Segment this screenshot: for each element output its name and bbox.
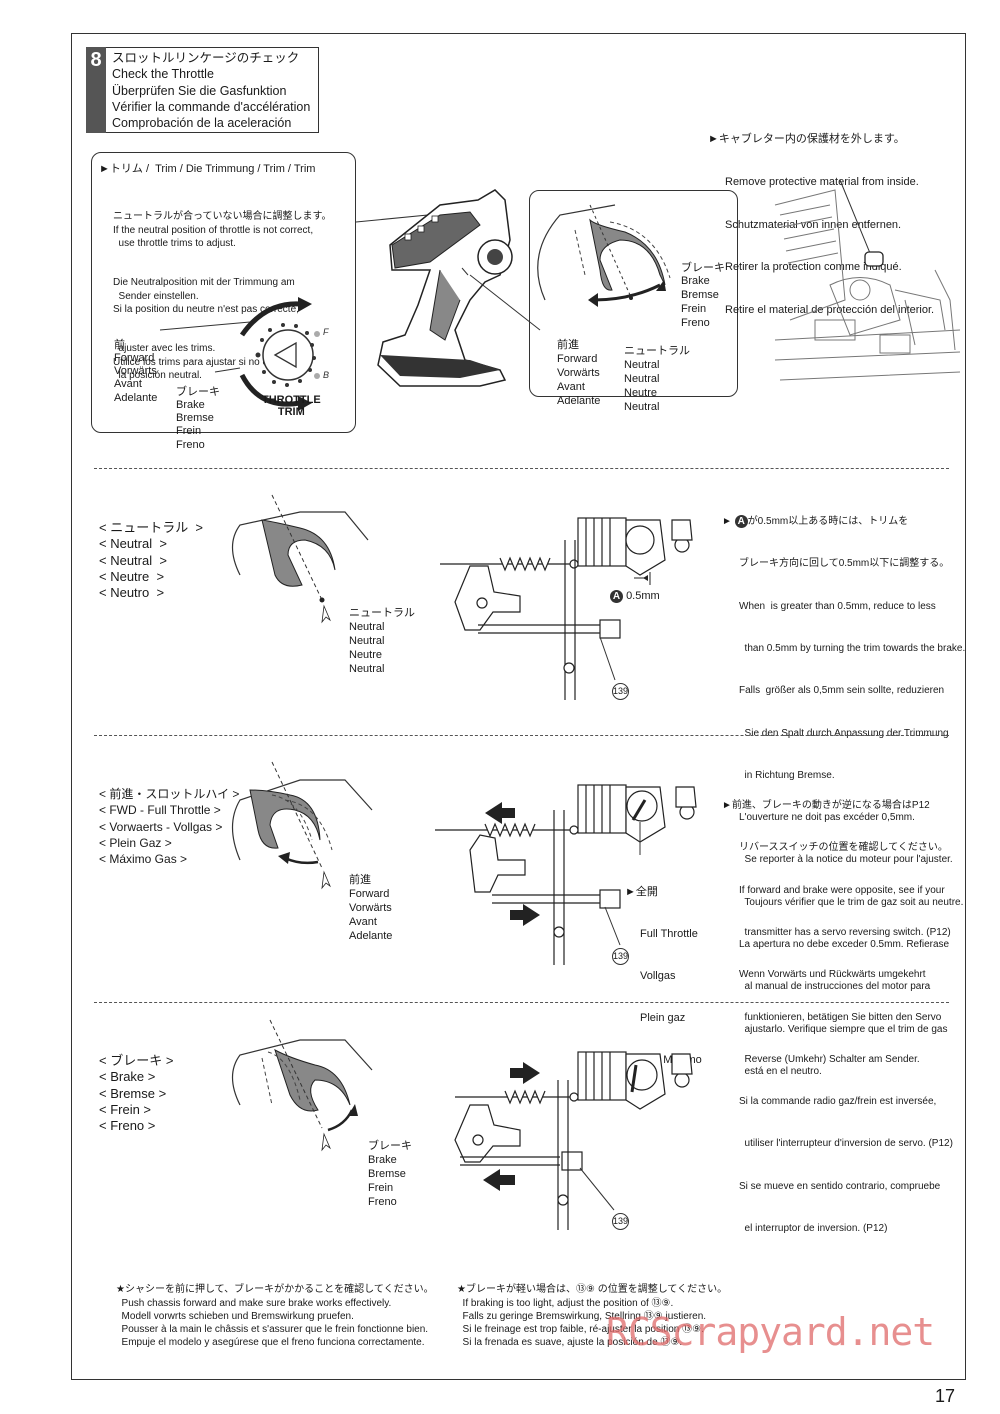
section-divider (94, 1002, 949, 1003)
part-139-fwd: 139 (612, 946, 629, 965)
footnote-push-chassis: ★シャシーを前に押して、ブレーキがかかることを確認してください。 Push ch… (116, 1284, 434, 1349)
trim-description: ニュートラルが合っていない場合に調整します。If the neutral pos… (113, 211, 332, 381)
page-number: 17 (935, 1386, 956, 1406)
step-title-line: Vérifier la commande d'accélération (112, 99, 311, 114)
step-title-line: Check the Throttle (112, 67, 214, 82)
gap-a-marker: A (610, 590, 623, 603)
part-139-neutral: 139 (612, 681, 629, 700)
gap-callout: A 0.5mm (610, 590, 660, 603)
step-title-line: Comprobación de la aceleración (112, 116, 292, 131)
footnote-brake-light: ★ブレーキが軽い場合は、⑬⑨ の位置を調整してください。 If braking … (457, 1284, 728, 1349)
section-divider (94, 468, 949, 469)
page-frame (71, 33, 966, 1380)
watermark: RCScrapyard.net (606, 1310, 935, 1354)
step-title-line: Überprüfen Sie die Gasfunktion (112, 83, 287, 98)
neutral-section-title: < ニュートラル >< Neutral >< Neutral >< Neutre… (99, 519, 204, 601)
trim-dial-f: F (323, 327, 329, 337)
reverse-switch-note: ►前進、ブレーキの動きが逆になる場合はP12 リバーススイッチの位置を確認してく… (722, 800, 953, 1234)
step-number: 8 (86, 47, 106, 133)
throttle-trim-label: THROTTLE TRIM (262, 394, 321, 418)
a-marker: A (734, 515, 748, 529)
trim-box (91, 152, 356, 433)
carb-detail-box (529, 190, 738, 397)
step-title: スロットルリンケージのチェック Check the Throttle Überp… (112, 50, 310, 131)
part-139-brake: 139 (612, 1211, 629, 1230)
trim-dial-b: B (323, 370, 330, 380)
step-title-line: スロットルリンケージのチェック (112, 51, 300, 65)
brake-section-title: < ブレーキ >< Brake >< Bremse >< Frein >< Fr… (99, 1052, 174, 1134)
fwd-section-title: < 前進・スロットルハイ >< FWD - Full Throttle >< V… (99, 786, 240, 867)
trim-heading: ►トリム / Trim / Die Trimmung / Trim / Trim (99, 163, 316, 175)
section-divider (94, 735, 949, 736)
